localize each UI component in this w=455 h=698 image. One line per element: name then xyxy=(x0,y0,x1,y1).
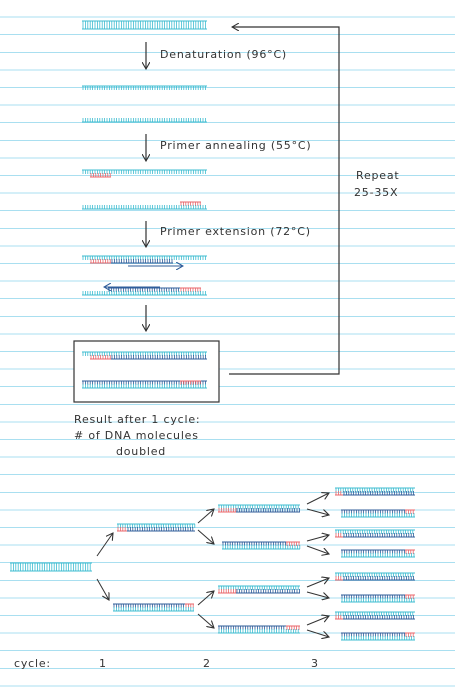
tree-c3-7-new xyxy=(341,632,405,637)
result1-primer xyxy=(90,355,111,360)
result2-primer xyxy=(180,380,201,385)
denatured-strand-bottom xyxy=(82,118,207,123)
original-duplex-top xyxy=(82,20,207,25)
tree-c3-4-new xyxy=(343,576,415,581)
annealed-template-bottom xyxy=(82,205,207,210)
tree-c1b-primer xyxy=(185,603,194,608)
tree-c3-3-bottom xyxy=(341,553,415,558)
tree-arrows xyxy=(96,493,329,637)
repeat-label: Repeat xyxy=(356,169,400,182)
result1-new xyxy=(111,355,207,360)
tree-c1a-primer xyxy=(117,527,127,532)
extension-template-top xyxy=(82,255,207,260)
tree-c3-7-bottom xyxy=(341,636,415,641)
cycle-number-2: 2 xyxy=(203,657,211,670)
tree-c3-1-primer xyxy=(405,509,415,514)
primer-forward xyxy=(90,173,111,178)
cycle-number-1: 1 xyxy=(99,657,107,670)
extended-primer-forward xyxy=(90,259,111,264)
tree-c3-1-new xyxy=(341,509,405,514)
cycle-number-3: 3 xyxy=(311,657,319,670)
extension-template-bottom xyxy=(82,291,207,296)
tree-c3-6-primer xyxy=(335,615,343,620)
tree-c3-3-primer xyxy=(405,549,415,554)
dna-strands xyxy=(10,20,415,641)
cycle-label: cycle: xyxy=(14,657,51,670)
tree-c3-6-top xyxy=(335,611,415,616)
tree-c2c-new xyxy=(236,589,300,594)
repeat-count-label: 25-35X xyxy=(354,186,399,199)
tree-c3-0-primer xyxy=(335,491,343,496)
tree-c3-4-primer xyxy=(335,576,343,581)
tree-c1b-template xyxy=(113,607,194,612)
tree-c3-1-bottom xyxy=(341,513,415,518)
step-annealing-label: Primer annealing (55°C) xyxy=(160,139,312,152)
tree-c2b-new xyxy=(222,541,286,546)
tree-c3-4-top xyxy=(335,572,415,577)
tree-c2c-primer xyxy=(218,589,237,594)
tree-c1b-new xyxy=(113,603,185,608)
annealed-template-top xyxy=(82,169,207,174)
step-denaturation-label: Denaturation (96°C) xyxy=(160,48,288,61)
tree-c3-2-primer xyxy=(335,533,343,538)
tree-c1a-new xyxy=(127,527,195,532)
step-extension-label: Primer extension (72°C) xyxy=(160,225,311,238)
tree-c3-0-new xyxy=(343,491,415,496)
tree-cycle0-top xyxy=(10,562,92,567)
result1-template xyxy=(82,351,207,356)
tree-c1a-template xyxy=(117,523,196,528)
tree-c2a-primer xyxy=(218,508,237,513)
result-caption-line3: doubled xyxy=(116,445,167,458)
result-box xyxy=(73,340,220,403)
repeat-loop-arrow xyxy=(229,27,340,375)
result-caption-line2: # of DNA molecules xyxy=(74,429,199,442)
tree-c2d-template xyxy=(218,629,300,634)
original-duplex-bottom xyxy=(82,25,207,30)
tree-c3-5-new xyxy=(341,594,405,599)
result-caption-line1: Result after 1 cycle: xyxy=(74,413,201,426)
tree-c3-2-new xyxy=(343,533,415,538)
tree-c2d-new xyxy=(218,625,286,630)
tree-c3-6-new xyxy=(343,615,415,620)
tree-c3-0-top xyxy=(335,487,415,492)
tree-cycle0-bottom xyxy=(10,567,92,572)
extended-primer-reverse xyxy=(180,287,201,292)
tree-c2a-new xyxy=(236,508,300,513)
extended-segment-reverse xyxy=(108,287,180,292)
tree-c2c-template xyxy=(218,585,300,590)
tree-c2d-primer xyxy=(286,625,300,630)
result2-template xyxy=(82,384,207,389)
tree-c2b-template xyxy=(222,545,301,550)
tree-c3-3-new xyxy=(341,549,405,554)
denatured-strand-top xyxy=(82,85,207,90)
extended-segment-forward xyxy=(111,259,173,264)
tree-c3-2-top xyxy=(335,529,415,534)
tree-c3-7-primer xyxy=(405,632,415,637)
tree-c2a-template xyxy=(218,504,300,509)
tree-c2b-primer xyxy=(286,541,300,546)
tree-c3-5-bottom xyxy=(341,598,415,603)
primer-reverse xyxy=(180,201,201,206)
tree-c3-5-primer xyxy=(405,594,415,599)
